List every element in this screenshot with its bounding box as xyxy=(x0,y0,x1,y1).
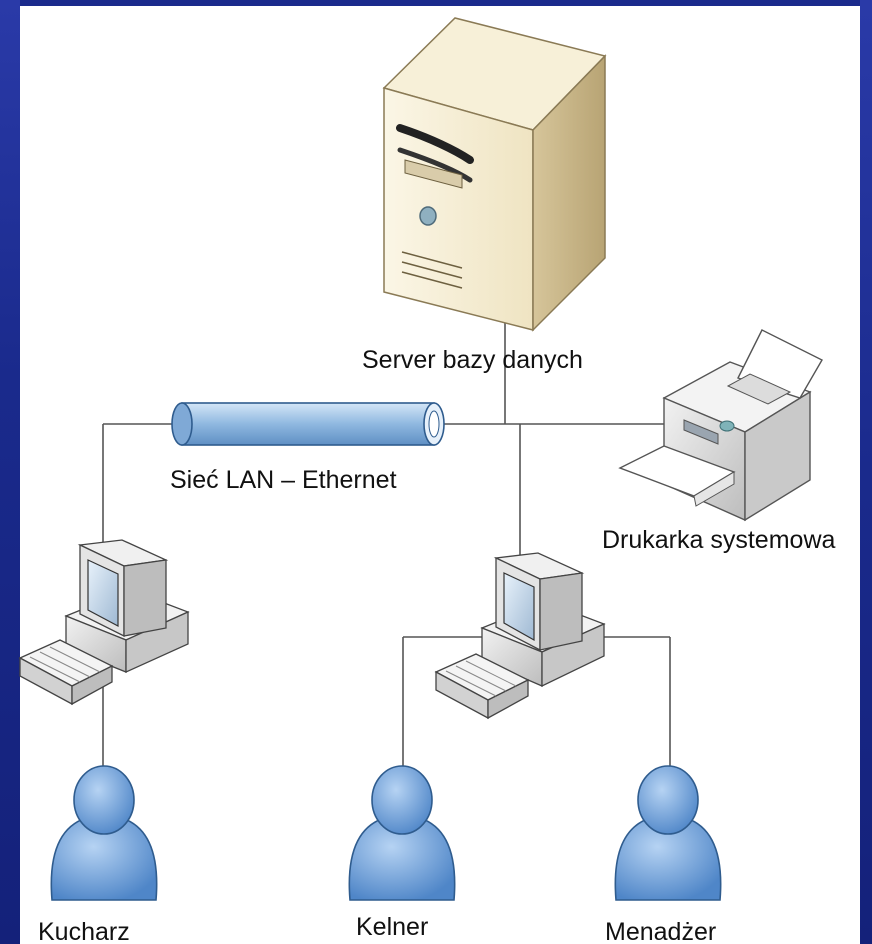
workstation-right xyxy=(434,552,606,720)
slide-background-left xyxy=(0,0,20,944)
network-label: Sieć LAN – Ethernet xyxy=(170,466,397,494)
user-kelner xyxy=(348,765,456,901)
user-label-menadzer: Menadżer xyxy=(605,918,716,944)
desktop-computer-icon xyxy=(18,539,190,706)
user-menadzer xyxy=(614,765,722,901)
user-icon xyxy=(614,765,722,901)
slide-background-right xyxy=(860,0,872,944)
user-icon xyxy=(348,765,456,901)
network-pipe-icon xyxy=(171,402,445,446)
printer-icon xyxy=(618,329,823,522)
desktop-computer-icon xyxy=(434,552,606,720)
server-label: Server bazy danych xyxy=(362,346,583,374)
server-tower-icon xyxy=(382,17,607,332)
user-label-kelner: Kelner xyxy=(356,913,428,941)
printer-label: Drukarka systemowa xyxy=(602,526,835,554)
user-icon xyxy=(50,765,158,901)
user-kucharz xyxy=(50,765,158,901)
user-label-kucharz: Kucharz xyxy=(38,918,130,944)
workstation-left xyxy=(18,539,190,706)
